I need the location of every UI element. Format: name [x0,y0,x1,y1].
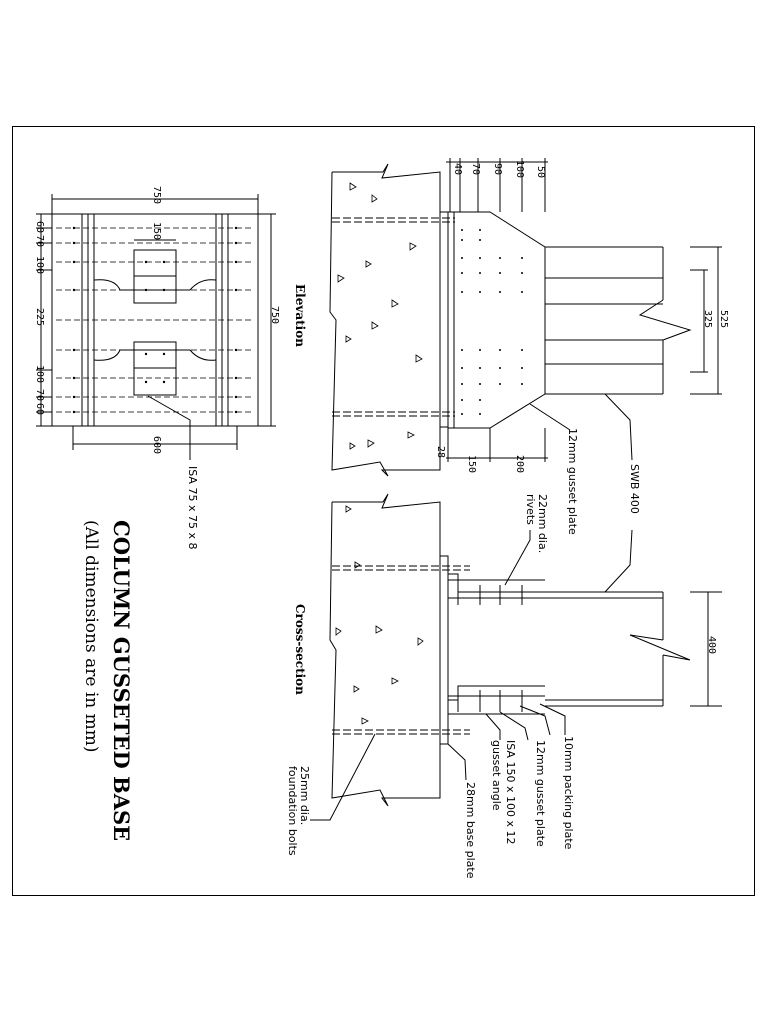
cross-section-view [310,493,722,821]
cs-rivets-label-1: 22mm dia. [536,494,549,554]
plan-base-plate [51,213,259,427]
elev-dim-90: 90 [492,163,503,176]
cs-dim-400: 400 [706,636,717,655]
plan-dim-side: 750 [269,306,280,325]
elev-dim-200: 200 [514,455,525,474]
elev-dim-525: 525 [718,310,729,329]
cs-bolts-label-1: 25mm dia. [298,766,311,826]
plan-dim-100b: 100 [34,365,45,384]
cs-gusset-label: 12mm gusset plate [534,740,547,847]
elevation-view [329,158,722,477]
plan-dim-bottom: 600 [151,436,162,455]
elev-dim-150: 150 [466,455,477,474]
cs-packing-label: 10mm packing plate [562,736,575,850]
plan-dim-70a: 70 [34,235,45,248]
plan-dim-70b: 70 [34,389,45,402]
drawing-title: COLUMN GUSSETED BASE [109,520,134,842]
elevation-label: Elevation [293,284,307,347]
plan-dim-60b: 60 [34,403,45,416]
cross-section-label: Cross-section [293,604,307,695]
plan-bolt-marks [72,226,238,414]
cs-angle-label-1: ISA 150 x 100 x 12 [504,740,517,845]
plan-angle-label: ISA 75 x 75 x 8 [186,466,199,550]
cs-base-plate-label: 28mm base plate [464,782,477,879]
cs-bolts-label-2: foundation bolts [286,766,299,856]
plan-dim-225: 225 [34,308,45,327]
plan-dim-top: 750 [151,186,162,205]
cs-rivets-label-2: rivets [524,494,537,525]
cs-angle-label-2: gusset angle [490,740,503,811]
drawing-frame [12,126,755,896]
elevation-concrete [329,163,441,477]
plan-dim-plate: 150 [151,222,162,241]
elev-gusset-label: 12mm gusset plate [566,428,579,535]
elev-dim-325: 325 [702,310,713,329]
elev-dim-50: 50 [535,166,546,179]
elev-dim-28: 28 [435,446,446,459]
concrete-aggregate [335,182,424,725]
elev-dim-70: 70 [470,163,481,176]
plan-dim-100a: 100 [34,256,45,275]
drawing-subtitle: (All dimensions are in mm) [81,520,101,753]
plan-dim-60a: 60 [34,221,45,234]
elev-dim-40: 40 [452,163,463,176]
cross-section-concrete [329,493,441,807]
elev-dim-100: 100 [514,160,525,179]
elevation-rivets [461,229,523,415]
elev-column-label: SWB 400 [628,464,641,514]
plan-bolt-lines [56,227,254,413]
